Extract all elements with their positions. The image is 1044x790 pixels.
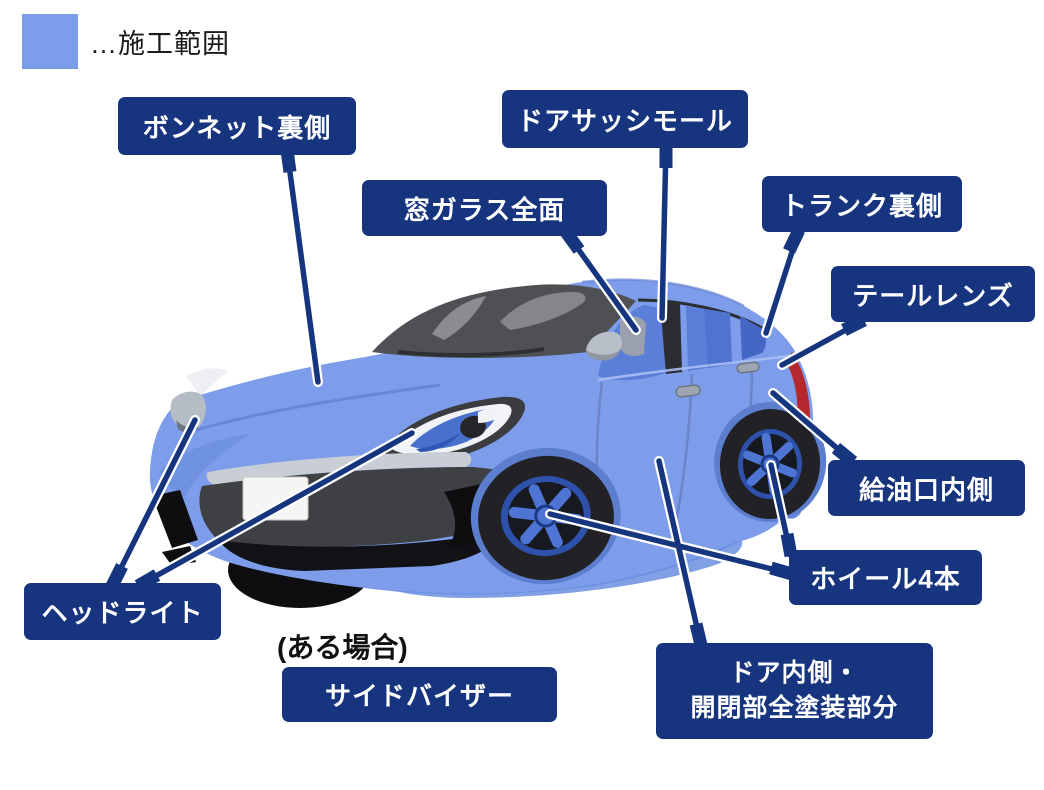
- license-plate: [242, 476, 309, 521]
- leader-door-inside: [656, 458, 704, 648]
- side-mirror: [586, 331, 622, 356]
- headlight-right: [382, 396, 526, 462]
- leader-door-sash: [659, 143, 669, 321]
- side-visor-note: (ある場合): [277, 632, 408, 663]
- label-window-glass-all: 窓ガラス全面: [362, 180, 607, 236]
- door-handles: [675, 361, 760, 398]
- legend-swatch: [22, 14, 78, 69]
- leader-lines: [106, 141, 869, 650]
- car-illustration: [149, 278, 827, 608]
- wiper: [397, 347, 545, 358]
- label-bonnet-underside: ボンネット裏側: [118, 97, 356, 155]
- rear-window-tint: [704, 309, 732, 368]
- legend: …施工範囲: [22, 14, 230, 69]
- leader-headlight-left: [109, 417, 198, 589]
- label-fuel-filler-inside: 給油口内側: [828, 460, 1025, 516]
- side-mirror-base: [586, 350, 620, 361]
- label-wheels-4: ホイール4本: [789, 550, 982, 605]
- lower-intake: [218, 530, 502, 571]
- windshield-reflection: [500, 292, 586, 330]
- front-fascia-shade: [160, 433, 252, 497]
- label-door-inside-painted-parts: ドア内側・ 開閉部全塗装部分: [656, 643, 933, 739]
- leader-bonnet: [284, 147, 321, 385]
- legend-label: …施工範囲: [90, 29, 230, 59]
- quarter-window: [740, 316, 766, 360]
- label-door-sash-molding: ドアサッシモール: [502, 90, 748, 148]
- label-trunk-underside: トランク裏側: [762, 176, 962, 232]
- label-headlight: ヘッドライト: [24, 583, 221, 640]
- beltline: [597, 354, 791, 382]
- label-side-visor: サイドバイザー: [282, 667, 557, 722]
- windshield-reflection: [432, 296, 486, 340]
- leader-wheel-front: [547, 511, 795, 577]
- rocker-shade: [392, 540, 743, 598]
- label-tail-lens: テールレンズ: [831, 266, 1035, 322]
- hood-crease: [195, 383, 441, 432]
- leader-headlight-right: [135, 430, 415, 589]
